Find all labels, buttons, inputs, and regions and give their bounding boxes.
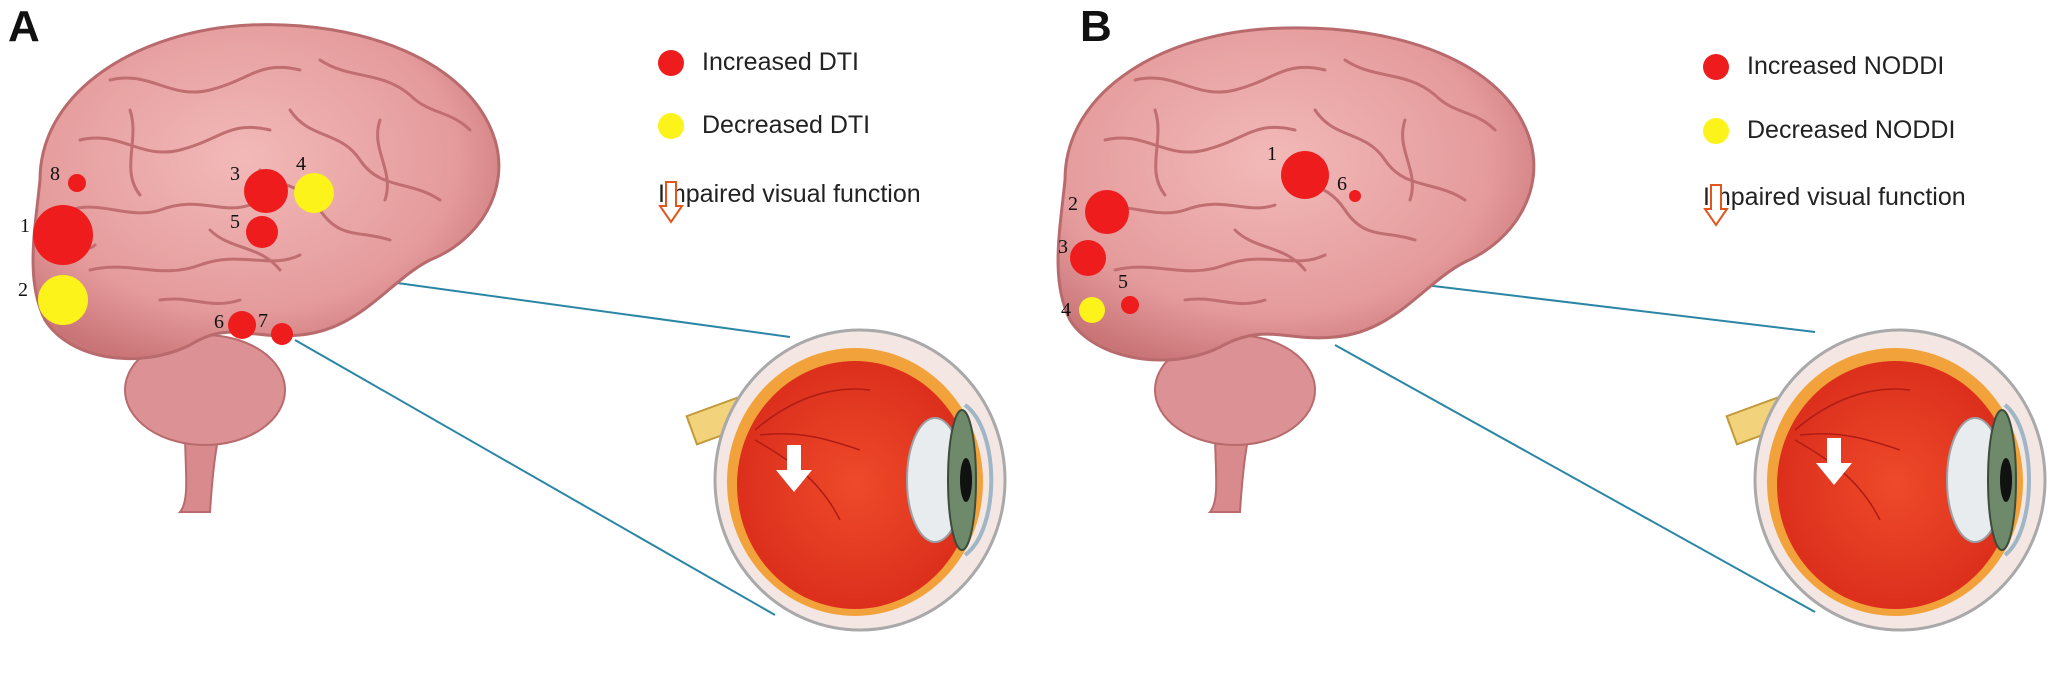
marker-1 bbox=[33, 205, 93, 265]
connector-line-lower bbox=[1334, 344, 1816, 613]
marker-label-6: 6 bbox=[1337, 173, 1347, 195]
legend-label-increased: Increased NODDI bbox=[1747, 52, 1945, 80]
down-arrow-outline-icon bbox=[658, 181, 684, 224]
marker-label-1: 1 bbox=[20, 215, 30, 237]
marker-label-3: 3 bbox=[1058, 236, 1068, 258]
marker-2 bbox=[38, 275, 88, 325]
legend-item-decreased: Decreased NODDI bbox=[1703, 116, 1955, 145]
marker-label-2: 2 bbox=[18, 279, 28, 301]
red-dot-icon bbox=[658, 49, 684, 76]
brain-illustration bbox=[1056, 26, 1536, 513]
legend-item-increased: Increased DTI bbox=[658, 48, 859, 77]
marker-label-5: 5 bbox=[230, 211, 240, 233]
legend-item-impaired: Impaired visual function bbox=[658, 180, 921, 224]
marker-label-1: 1 bbox=[1267, 143, 1277, 165]
brainstem bbox=[1207, 429, 1252, 513]
legend-item-decreased: Decreased DTI bbox=[658, 111, 870, 140]
red-dot-icon bbox=[1703, 53, 1729, 80]
panel-a-illustration: 1 2 3 4 5 6 7 8 bbox=[18, 23, 1007, 632]
down-arrow-icon bbox=[1816, 438, 1852, 485]
panel-b: 1 2 3 4 5 6 B Increased NODDI Decreased … bbox=[1025, 0, 2050, 682]
cornea bbox=[963, 403, 994, 557]
down-arrow-icon bbox=[776, 445, 812, 492]
marker-3 bbox=[244, 169, 288, 213]
marker-4 bbox=[294, 173, 334, 213]
marker-8 bbox=[68, 174, 86, 192]
marker-5 bbox=[1121, 296, 1139, 314]
brain-markers: 1 2 3 4 5 6 7 8 bbox=[18, 153, 334, 345]
marker-label-5: 5 bbox=[1118, 271, 1128, 293]
legend-label-decreased: Decreased DTI bbox=[702, 111, 871, 139]
connector-line-upper bbox=[389, 281, 791, 338]
eye-illustration bbox=[685, 328, 1007, 632]
marker-3 bbox=[1070, 240, 1106, 276]
marker-7 bbox=[271, 323, 293, 345]
down-arrow-outline-icon bbox=[1703, 184, 1729, 227]
eye-illustration bbox=[1725, 328, 2047, 632]
marker-label-3: 3 bbox=[230, 163, 240, 185]
brainstem bbox=[177, 429, 222, 513]
marker-6 bbox=[1349, 190, 1361, 202]
marker-label-4: 4 bbox=[1061, 299, 1071, 321]
brain-illustration bbox=[31, 23, 501, 513]
connector-line-lower bbox=[294, 339, 776, 616]
legend-label-impaired: Impaired visual function bbox=[658, 180, 921, 208]
panel-a: 1 2 3 4 5 6 7 8 A Increased DTI Decrease… bbox=[8, 2, 1007, 632]
legend-label-decreased: Decreased NODDI bbox=[1747, 116, 1956, 144]
marker-label-7: 7 bbox=[258, 310, 268, 332]
brain-gyri bbox=[1093, 58, 1497, 305]
brain-markers: 1 2 3 4 5 6 bbox=[1058, 143, 1361, 323]
marker-label-2: 2 bbox=[1068, 193, 1078, 215]
eyeball-interior bbox=[1777, 361, 2013, 609]
panel-b-illustration: 1 2 3 4 5 6 bbox=[1056, 26, 2047, 632]
pupil bbox=[960, 458, 972, 502]
marker-6 bbox=[228, 311, 256, 339]
panel-letter: A bbox=[8, 2, 40, 51]
eyeball-interior bbox=[737, 361, 973, 609]
marker-label-4: 4 bbox=[296, 153, 306, 175]
connector-line-upper bbox=[1424, 284, 1816, 333]
yellow-dot-icon bbox=[1703, 117, 1729, 144]
marker-2 bbox=[1085, 190, 1129, 234]
legend-item-impaired: Impaired visual function bbox=[1703, 183, 1966, 227]
panel-letter: B bbox=[1080, 2, 1112, 51]
legend-item-increased: Increased NODDI bbox=[1703, 52, 1944, 81]
cornea bbox=[2003, 403, 2031, 557]
marker-label-8: 8 bbox=[50, 163, 60, 185]
marker-5 bbox=[246, 216, 278, 248]
yellow-dot-icon bbox=[658, 112, 684, 139]
marker-label-6: 6 bbox=[214, 311, 224, 333]
pupil bbox=[2000, 458, 2012, 502]
legend-label-impaired: Impaired visual function bbox=[1703, 183, 1966, 211]
legend-label-increased: Increased DTI bbox=[702, 48, 860, 76]
marker-4 bbox=[1079, 297, 1105, 323]
marker-1 bbox=[1281, 151, 1329, 199]
